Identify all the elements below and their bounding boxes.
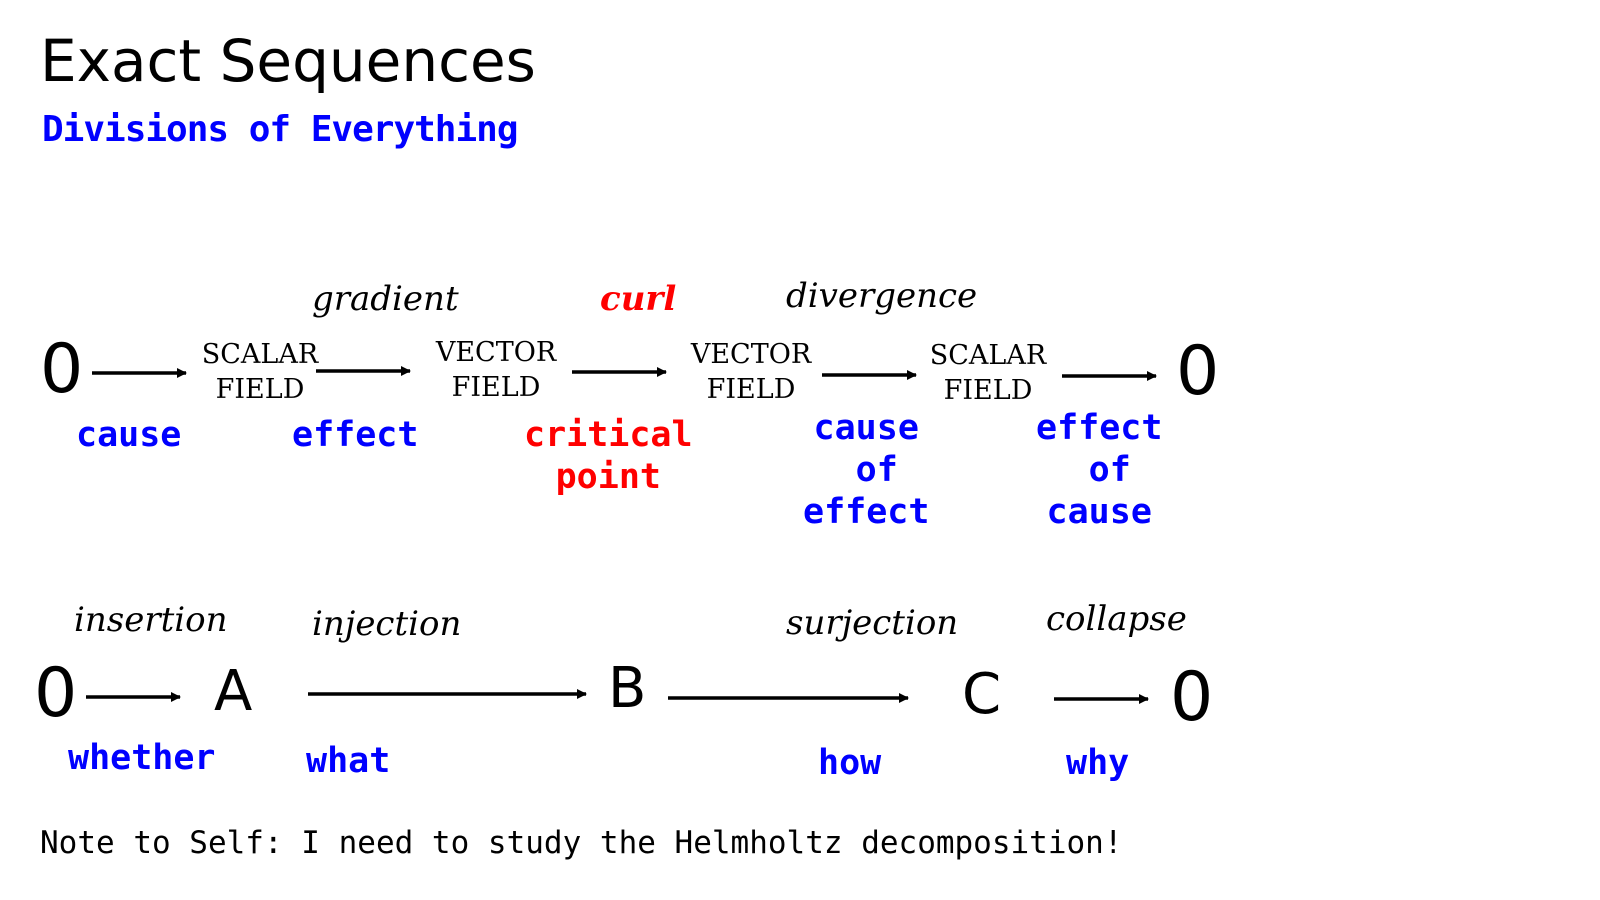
- row1-object-2: VECTOR FIELD: [426, 335, 566, 405]
- row2-object-a: A: [214, 659, 253, 724]
- object-line1: VECTOR: [690, 339, 812, 370]
- note-to-self: Note to Self: I need to study the Helmho…: [40, 825, 1123, 861]
- page-subtitle: Divisions of Everything: [42, 109, 518, 150]
- op-collapse: collapse: [1046, 599, 1187, 639]
- object-line1: SCALAR: [929, 340, 1047, 371]
- row1-object-1: SCALAR FIELD: [190, 337, 330, 407]
- op-insertion: insertion: [74, 600, 228, 640]
- label-cause: cause: [76, 415, 182, 455]
- op-injection: injection: [312, 604, 462, 644]
- label-effect-of-cause: effect of cause: [1036, 408, 1163, 532]
- label-whether: whether: [68, 738, 216, 778]
- label-what: what: [306, 741, 391, 781]
- row1-zero-left: 0: [40, 330, 84, 409]
- op-gradient: gradient: [312, 279, 459, 319]
- label-critical-point: critical point: [524, 415, 693, 497]
- row2-object-c: C: [962, 662, 1002, 727]
- row1-object-3: VECTOR FIELD: [681, 337, 821, 407]
- op-curl: curl: [600, 279, 677, 319]
- label-how: how: [818, 743, 882, 783]
- object-line1: VECTOR: [435, 337, 557, 368]
- op-divergence: divergence: [786, 276, 978, 316]
- object-line2: FIELD: [706, 374, 796, 406]
- row2-object-b: B: [608, 656, 647, 721]
- op-surjection: surjection: [786, 603, 959, 643]
- row2-zero-left: 0: [34, 654, 78, 733]
- row2-zero-right: 0: [1170, 658, 1214, 737]
- label-why: why: [1066, 743, 1130, 783]
- page-title: Exact Sequences: [40, 27, 536, 95]
- row1-object-4: SCALAR FIELD: [918, 338, 1058, 408]
- label-effect: effect: [292, 415, 419, 455]
- object-line1: SCALAR: [201, 339, 319, 370]
- object-line2: FIELD: [215, 374, 305, 406]
- object-line2: FIELD: [451, 372, 541, 404]
- object-line2: FIELD: [943, 375, 1033, 407]
- label-cause-of-effect: cause of effect: [803, 408, 930, 532]
- row1-zero-right: 0: [1176, 332, 1220, 411]
